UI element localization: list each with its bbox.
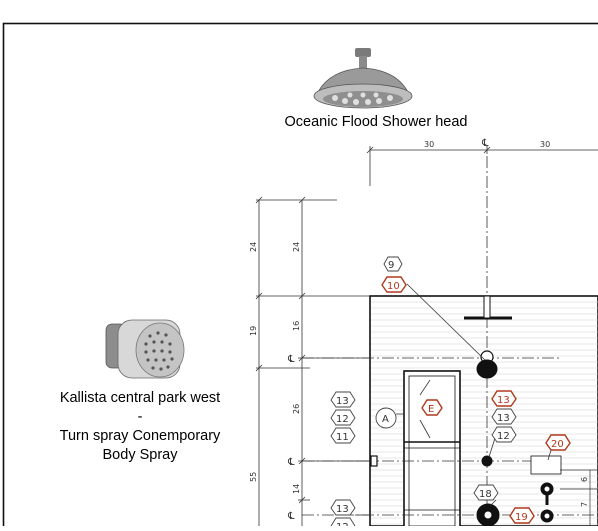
body-spray-caption-line-2: - xyxy=(20,408,260,427)
shower-head-icon xyxy=(314,48,412,108)
body-spray-caption-line-1: Kallista central park west xyxy=(20,389,260,408)
svg-text:11: 11 xyxy=(336,432,349,443)
svg-text:13: 13 xyxy=(336,396,349,407)
body-spray-caption-line-4: Body Spray xyxy=(20,446,260,465)
tag-20: 20 xyxy=(546,435,570,450)
centerline-symbol-3: ℄ xyxy=(287,511,295,522)
dim-outer-55: 55 xyxy=(249,472,258,482)
centerline-symbol-1: ℄ xyxy=(287,354,295,365)
tag-10: 10 xyxy=(382,277,406,292)
tag-a: A xyxy=(376,408,396,428)
dim-inner-16: 16 xyxy=(292,321,301,331)
svg-text:9: 9 xyxy=(388,260,394,271)
tag-13-left: 13 xyxy=(331,392,355,407)
dim-right-7: 7 xyxy=(580,502,589,507)
svg-text:13: 13 xyxy=(336,504,349,515)
svg-text:18: 18 xyxy=(479,489,492,500)
dim-inner-14: 14 xyxy=(292,484,301,494)
tag-9: 9 xyxy=(384,257,402,271)
tag-11-right: 12 xyxy=(492,427,516,442)
left-dimensions xyxy=(256,197,370,526)
dim-inner-26: 26 xyxy=(292,404,301,414)
svg-text:20: 20 xyxy=(551,439,564,450)
tag-18: 18 xyxy=(474,485,498,500)
svg-text:13: 13 xyxy=(497,395,510,406)
body-spray-caption-line-3: Turn spray Conemporary xyxy=(20,427,260,446)
tag-19: 19 xyxy=(510,508,534,523)
tag-11-left: 11 xyxy=(331,428,355,443)
body-spray-icon xyxy=(106,320,184,378)
tag-e: E xyxy=(422,400,442,415)
svg-text:A: A xyxy=(382,414,389,425)
svg-text:19: 19 xyxy=(515,512,528,523)
tag-12-right: 13 xyxy=(492,409,516,424)
svg-text:12: 12 xyxy=(336,414,349,425)
centerline-symbol-2: ℄ xyxy=(287,457,295,468)
top-dimension xyxy=(367,146,598,186)
centerline-symbol-top: ℄ xyxy=(481,138,489,149)
svg-text:10: 10 xyxy=(387,281,400,292)
svg-text:13: 13 xyxy=(497,413,510,424)
dim-outer-24: 24 xyxy=(249,242,258,252)
dim-inner-24: 24 xyxy=(292,242,301,252)
svg-text:12: 12 xyxy=(336,522,349,526)
tag-13-bottom: 13 xyxy=(331,500,355,515)
svg-text:E: E xyxy=(428,404,434,415)
tag-12-bottom: 12 xyxy=(331,518,355,526)
svg-text:12: 12 xyxy=(497,431,510,442)
dim-right-6: 6 xyxy=(580,477,589,482)
wall-niche xyxy=(404,371,460,526)
dim-outer-19: 19 xyxy=(249,326,258,336)
top-dim-left: 30 xyxy=(424,140,434,149)
tag-12-left: 12 xyxy=(331,410,355,425)
top-dim-right: 30 xyxy=(540,140,550,149)
shower-head-caption: Oceanic Flood Shower head xyxy=(236,113,516,132)
tag-13-red: 13 xyxy=(492,391,516,406)
body-spray-caption: Kallista central park west - Turn spray … xyxy=(20,389,260,465)
